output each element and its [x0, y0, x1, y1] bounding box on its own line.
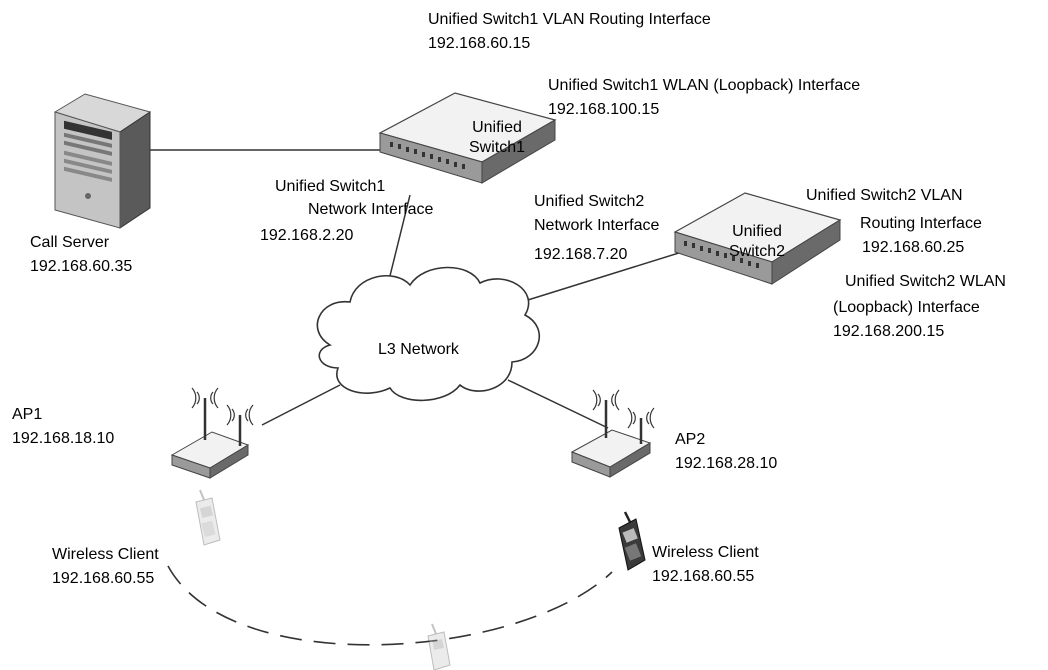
switch2-net-label-1: Unified Switch2 [534, 193, 645, 210]
client-right-ip: 192.168.60.55 [652, 568, 755, 585]
switch2-wlan-label-2: (Loopback) Interface [833, 299, 980, 316]
link-ap1-cloud [261, 384, 341, 426]
switch1-icon [378, 92, 557, 184]
switch1-net-label-2: Network Interface [308, 201, 434, 218]
wireless-client-left-icon [195, 489, 221, 546]
switch1-net-ip: 192.168.2.20 [260, 227, 354, 244]
ap1-icon [170, 387, 254, 479]
switch1-wlan-label: Unified Switch1 WLAN (Loopback) Interfac… [548, 77, 861, 94]
switch2-wlan-ip: 192.168.200.15 [833, 323, 945, 340]
ap2-icon [570, 389, 655, 478]
ap1-label: AP1 [12, 406, 43, 423]
switch2-name-line1: Unified [732, 223, 782, 240]
switch1-name-line2: Switch1 [468, 139, 526, 156]
client-left-ip: 192.168.60.55 [52, 570, 155, 587]
switch2-name: Unified Switch2 [712, 222, 802, 262]
switch2-vlan-label-1: Unified Switch2 VLAN [806, 187, 963, 204]
ap2-label: AP2 [675, 431, 706, 448]
switch2-vlan-ip: 192.168.60.25 [862, 239, 965, 256]
roaming-path [167, 565, 613, 646]
client-left-label: Wireless Client [52, 546, 159, 563]
call-server-ip: 192.168.60.35 [30, 258, 133, 275]
link-ap2-cloud [507, 379, 609, 429]
switch2-wlan-label-1: Unified Switch2 WLAN [845, 273, 1006, 290]
wireless-client-roaming-icon [427, 623, 451, 670]
wireless-client-right-icon [618, 511, 646, 571]
switch1-name: Unified Switch1 [452, 118, 542, 158]
call-server-icon [53, 93, 152, 229]
switch1-vlan-label: Unified Switch1 VLAN Routing Interface [428, 11, 711, 28]
switch1-vlan-ip: 192.168.60.15 [428, 35, 531, 52]
switch1-net-label-1: Unified Switch1 [275, 178, 386, 195]
switch2-net-ip: 192.168.7.20 [534, 246, 628, 263]
call-server-label: Call Server [30, 234, 110, 251]
switch2-icon [673, 192, 842, 285]
ap1-ip: 192.168.18.10 [12, 430, 115, 447]
switch1-wlan-ip: 192.168.100.15 [548, 101, 660, 118]
switch2-vlan-label-2: Routing Interface [860, 215, 982, 232]
l3-network-label: L3 Network [378, 341, 459, 358]
l3-network-cloud [316, 266, 541, 402]
ap2-ip: 192.168.28.10 [675, 455, 778, 472]
switch2-net-label-2: Network Interface [534, 217, 660, 234]
client-right-label: Wireless Client [652, 544, 759, 561]
switch1-name-line1: Unified [472, 119, 522, 136]
switch2-name-line2: Switch2 [728, 243, 786, 260]
